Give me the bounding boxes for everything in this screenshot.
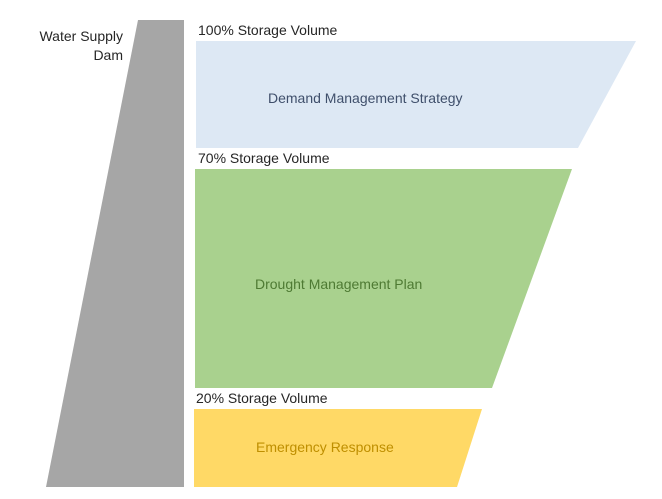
dam-wall: [46, 20, 184, 487]
dam-label-line1: Water Supply: [39, 28, 123, 44]
dam-label: Water Supply Dam: [39, 27, 123, 65]
zone-emergency-response: [194, 409, 482, 487]
drought-management-label: Drought Management Plan: [255, 276, 423, 292]
zone-demand-management: [196, 41, 636, 148]
dam-label-line2: Dam: [93, 47, 123, 63]
zone-drought-management: [195, 169, 572, 388]
emergency-response-label: Emergency Response: [256, 439, 394, 455]
level-20-label: 20% Storage Volume: [196, 390, 328, 406]
level-100-label: 100% Storage Volume: [198, 22, 338, 38]
level-70-label: 70% Storage Volume: [198, 150, 330, 166]
demand-management-label: Demand Management Strategy: [268, 90, 463, 106]
